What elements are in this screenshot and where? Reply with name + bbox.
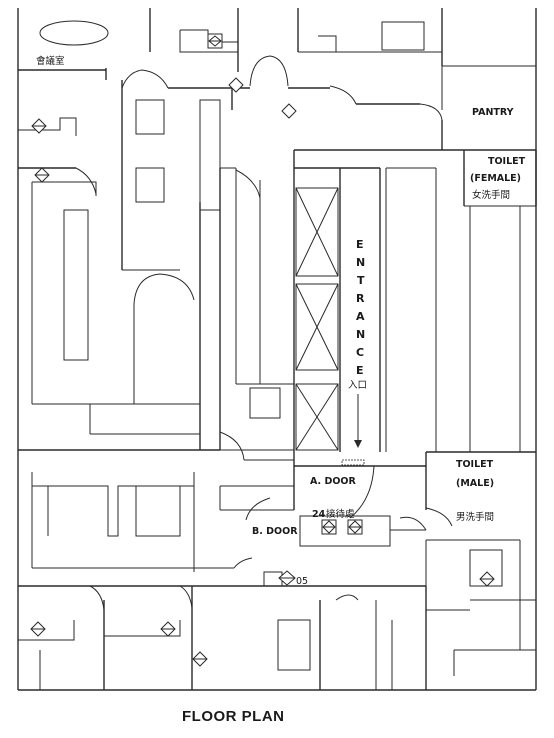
diamond-marker-icon xyxy=(192,651,208,667)
marker-icons xyxy=(30,33,495,667)
diamond-marker-icon xyxy=(160,621,176,637)
reception: 24 接待處 xyxy=(299,508,427,547)
diamond-marker-icon xyxy=(34,167,50,183)
toilet-male: TOILET (MALE) 男洗手間 xyxy=(425,451,536,527)
entrance-letter: C xyxy=(356,346,364,359)
conference-table xyxy=(39,20,109,46)
structural-columns xyxy=(295,187,339,451)
entrance-corridor xyxy=(293,150,437,510)
entrance-arrow xyxy=(354,394,362,448)
door-b-swing xyxy=(245,497,271,521)
door-b-label: B. DOOR xyxy=(252,526,298,537)
toilet-female-label: TOILET xyxy=(488,156,526,167)
diamond-marker-icon xyxy=(278,570,296,586)
entrance-doormat xyxy=(341,459,365,466)
diamond-marker-icon xyxy=(479,571,495,587)
lower-left-cubicles xyxy=(31,472,521,650)
door-a-label: A. DOOR xyxy=(310,476,356,487)
diamond-marker-icon xyxy=(31,118,47,134)
toilet-male-sub: (MALE) xyxy=(456,478,494,489)
reception-cjk: 接待處 xyxy=(326,508,355,520)
bottom-offices xyxy=(18,585,536,690)
toilet-male-cjk: 男洗手間 xyxy=(456,511,494,523)
diamond-marker-icon xyxy=(228,77,244,93)
toilet-male-label: TOILET xyxy=(456,459,494,470)
entrance-letter: N xyxy=(356,328,365,341)
left-office xyxy=(18,167,220,451)
toilet-female: TOILET (FEMALE) 女洗手間 xyxy=(463,150,537,452)
top-center-desks xyxy=(179,21,536,110)
entrance-label: E N T R A N C E 入口 xyxy=(348,238,367,391)
entrance-letter: R xyxy=(356,292,365,305)
meeting-room-label: 會議室 xyxy=(36,55,65,67)
outer-walls xyxy=(17,8,537,691)
diamond-marker-icon xyxy=(321,519,337,535)
central-column xyxy=(219,167,294,461)
entrance-letter: E xyxy=(356,238,364,251)
entrance-letter: A xyxy=(356,310,365,323)
reception-number: 24 xyxy=(312,509,326,520)
toilet-female-sub: (FEMALE) xyxy=(470,173,521,184)
diamond-marker-icon xyxy=(347,519,363,535)
upper-desks xyxy=(18,99,221,211)
entrance-letter: T xyxy=(357,274,365,287)
floor-plan-title: FLOOR PLAN xyxy=(182,708,285,725)
diamond-marker-icon xyxy=(207,33,223,49)
diamond-marker-icon xyxy=(281,103,297,119)
entrance-cjk: 入口 xyxy=(348,380,367,391)
pantry-label: PANTRY xyxy=(472,107,514,118)
entrance-letter: E xyxy=(356,364,364,377)
upper-corridor xyxy=(121,55,443,270)
toilet-female-cjk: 女洗手間 xyxy=(472,189,510,201)
door-a-swing xyxy=(349,465,375,519)
diamond-marker-icon xyxy=(30,621,46,637)
entrance-letter: N xyxy=(356,256,365,269)
marker-05-label: 05 xyxy=(296,576,308,587)
